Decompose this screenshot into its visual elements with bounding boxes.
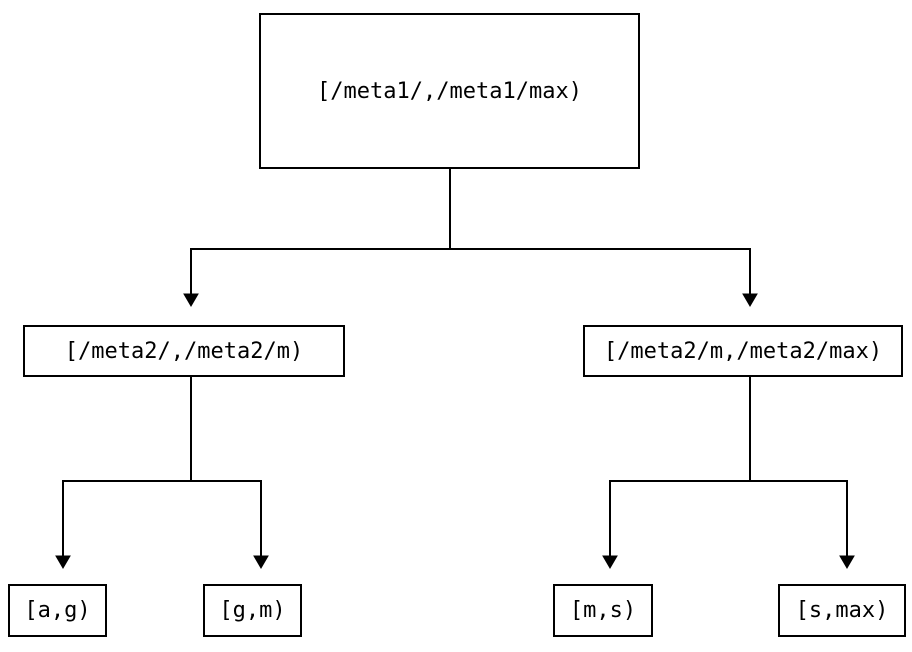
edge-right-to-leaf-ms bbox=[609, 480, 750, 557]
node-meta2-left: [/meta2/,/meta2/m) bbox=[23, 325, 345, 377]
node-leaf-gm: [g,m) bbox=[203, 584, 302, 637]
arrowhead-leaf-ag bbox=[55, 555, 71, 569]
arrowhead-root-left bbox=[183, 293, 199, 307]
node-leaf-ms: [m,s) bbox=[553, 584, 653, 637]
node-leaf-smax-label: [s,max) bbox=[795, 598, 889, 623]
arrowhead-leaf-ms bbox=[602, 555, 618, 569]
edge-left-to-leaf-gm bbox=[191, 480, 262, 557]
node-meta2-left-label: [/meta2/,/meta2/m) bbox=[64, 338, 304, 364]
edge-right-to-leaf-smax bbox=[750, 480, 848, 557]
node-leaf-ag-label: [a,g) bbox=[24, 598, 91, 623]
arrowhead-leaf-gm bbox=[253, 555, 269, 569]
node-leaf-ag: [a,g) bbox=[8, 584, 107, 637]
arrowhead-leaf-smax bbox=[839, 555, 855, 569]
node-leaf-ms-label: [m,s) bbox=[569, 598, 637, 623]
node-meta2-right-label: [/meta2/m,/meta2/max) bbox=[603, 338, 883, 364]
arrowhead-root-right bbox=[742, 293, 758, 307]
edge-root-to-left bbox=[190, 248, 450, 295]
node-leaf-smax: [s,max) bbox=[778, 584, 906, 637]
edge-root-to-right bbox=[450, 248, 751, 295]
node-root-label: [/meta1/,/meta1/max) bbox=[317, 78, 582, 104]
node-leaf-gm-label: [g,m) bbox=[219, 598, 286, 623]
edge-left-to-leaf-ag bbox=[62, 480, 191, 557]
node-meta2-right: [/meta2/m,/meta2/max) bbox=[583, 325, 903, 377]
node-root: [/meta1/,/meta1/max) bbox=[259, 13, 640, 169]
